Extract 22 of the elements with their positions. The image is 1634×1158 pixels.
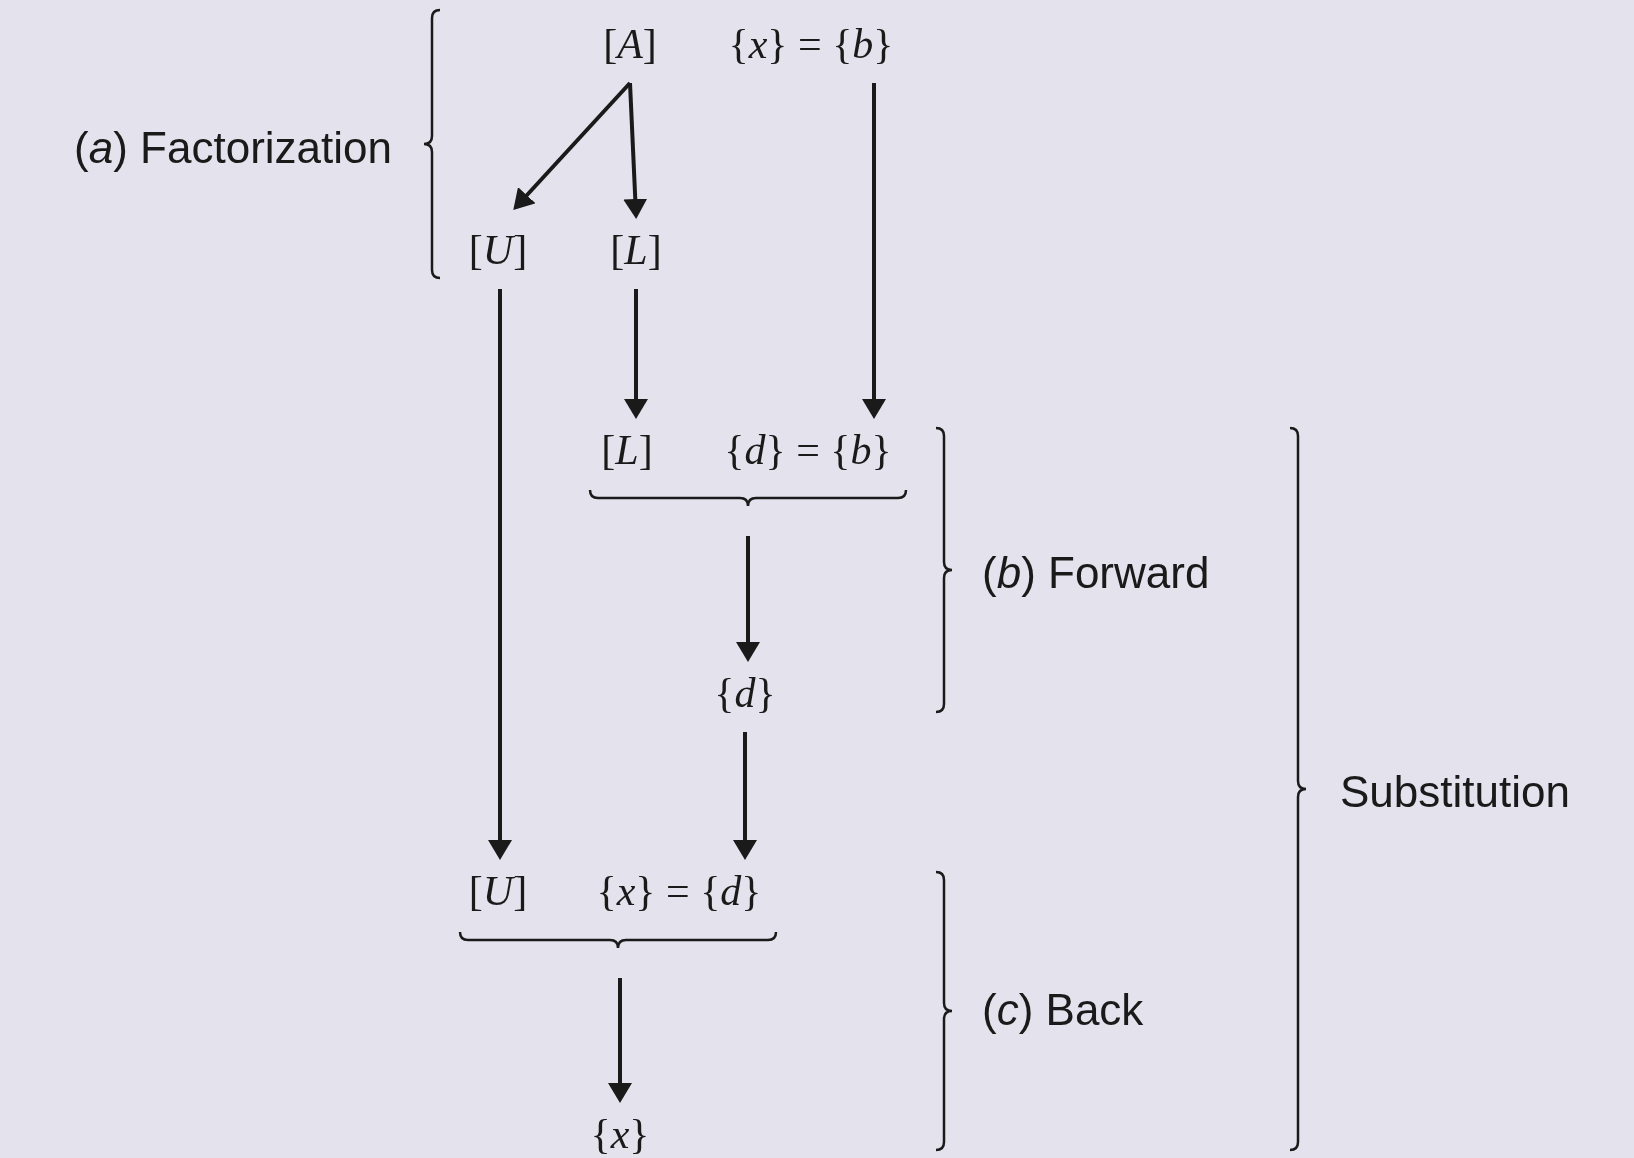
matrix-term: [L]	[610, 229, 662, 271]
section-label: Substitution	[1340, 770, 1570, 814]
arrow	[513, 81, 632, 210]
section-label: (b) Forward	[982, 551, 1210, 595]
arrow	[733, 732, 757, 860]
section-label: (a) Factorization	[74, 126, 392, 170]
equation: {d} = {b}	[724, 429, 892, 471]
vector-term: {d}	[714, 672, 776, 714]
matrix-term: [U]	[468, 870, 528, 912]
arrow	[862, 83, 886, 419]
vector-term: {x}	[590, 1113, 650, 1155]
section-label: (c) Back	[982, 988, 1144, 1032]
arrow	[608, 978, 632, 1103]
matrix-term: [U]	[468, 229, 528, 271]
arrow	[624, 289, 648, 419]
matrix-term: [A]	[603, 23, 657, 65]
equation: {x} = {d}	[596, 870, 762, 912]
arrow	[623, 82, 648, 219]
arrow	[488, 289, 512, 860]
matrix-term: [L]	[601, 429, 653, 471]
equation: {x} = {b}	[728, 23, 894, 65]
arrow	[736, 536, 760, 662]
